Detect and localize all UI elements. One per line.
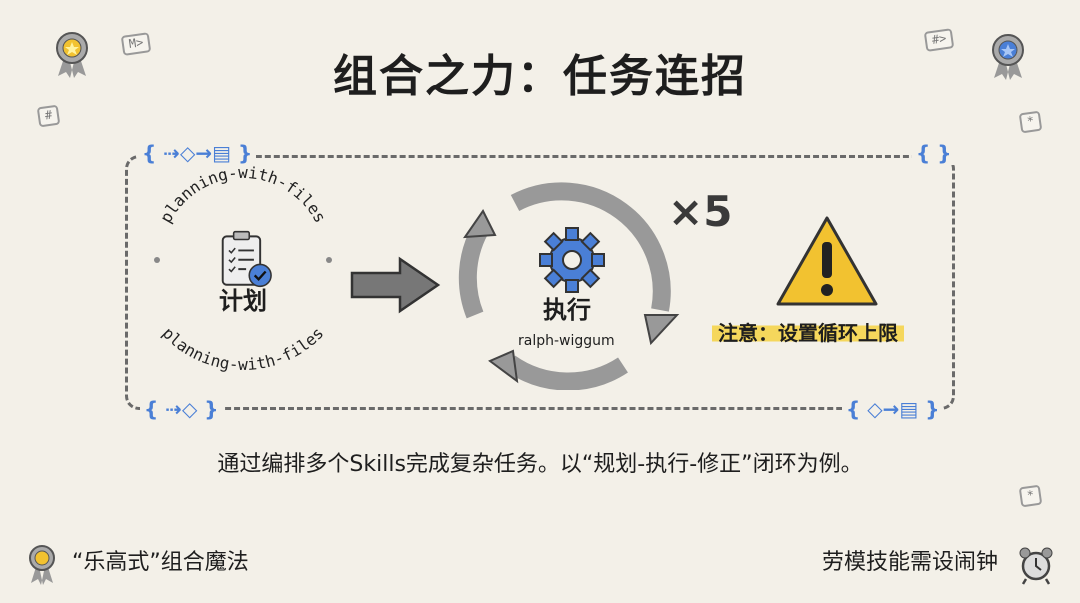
clipboard-check-icon [221,230,272,288]
ring-text-bottom: planning-with-files [159,323,328,374]
svg-text:planning-with-files: planning-with-files [159,323,328,374]
repeat-count: ×5 [668,187,733,236]
asterisk-tag-icon: * [1018,484,1043,508]
exec-sublabel: ralph-wiggum [518,333,615,349]
footer-right: 劳模技能需设闹钟 [821,550,998,575]
flow-doc-icon: { ◇→▤ } [842,398,944,421]
loop-arrows [458,182,680,390]
flowchart-icon: { ⇢◇ } [140,398,223,421]
svg-text:planning-with-files: planning-with-files [156,163,330,226]
hash-tag-icon: # [36,104,61,128]
plan-ring: planning-with-files planning-with-files [154,163,332,374]
award-badge-icon [26,543,58,589]
code-tag-icon: #> [923,28,955,52]
right-arrow-icon [350,256,441,314]
diagram-frame [125,155,955,410]
brace-icon: { } [912,142,956,165]
flowchart-doc-icon: { ⇢◇→▤ } [138,142,257,165]
markdown-tag-icon: M> [120,32,152,56]
award-badge-icon [52,30,92,82]
caption: 通过编排多个Skills完成复杂任务。以“规划-执行-修正”闭环为例。 [217,452,863,477]
award-badge-icon [988,32,1028,86]
page-title: 组合之力：任务连招 [333,51,747,102]
warning-note: 注意：设置循环上限 [712,322,904,345]
plan-label: 计划 [219,287,267,315]
gear-icon [539,227,605,293]
footer-left: “乐高式”组合魔法 [72,550,249,575]
warning-icon [776,216,878,306]
ring-text-top: planning-with-files [156,163,330,226]
asterisk-tag-icon: * [1018,110,1043,134]
alarm-clock-icon [1016,545,1056,589]
exec-label: 执行 [543,296,591,324]
